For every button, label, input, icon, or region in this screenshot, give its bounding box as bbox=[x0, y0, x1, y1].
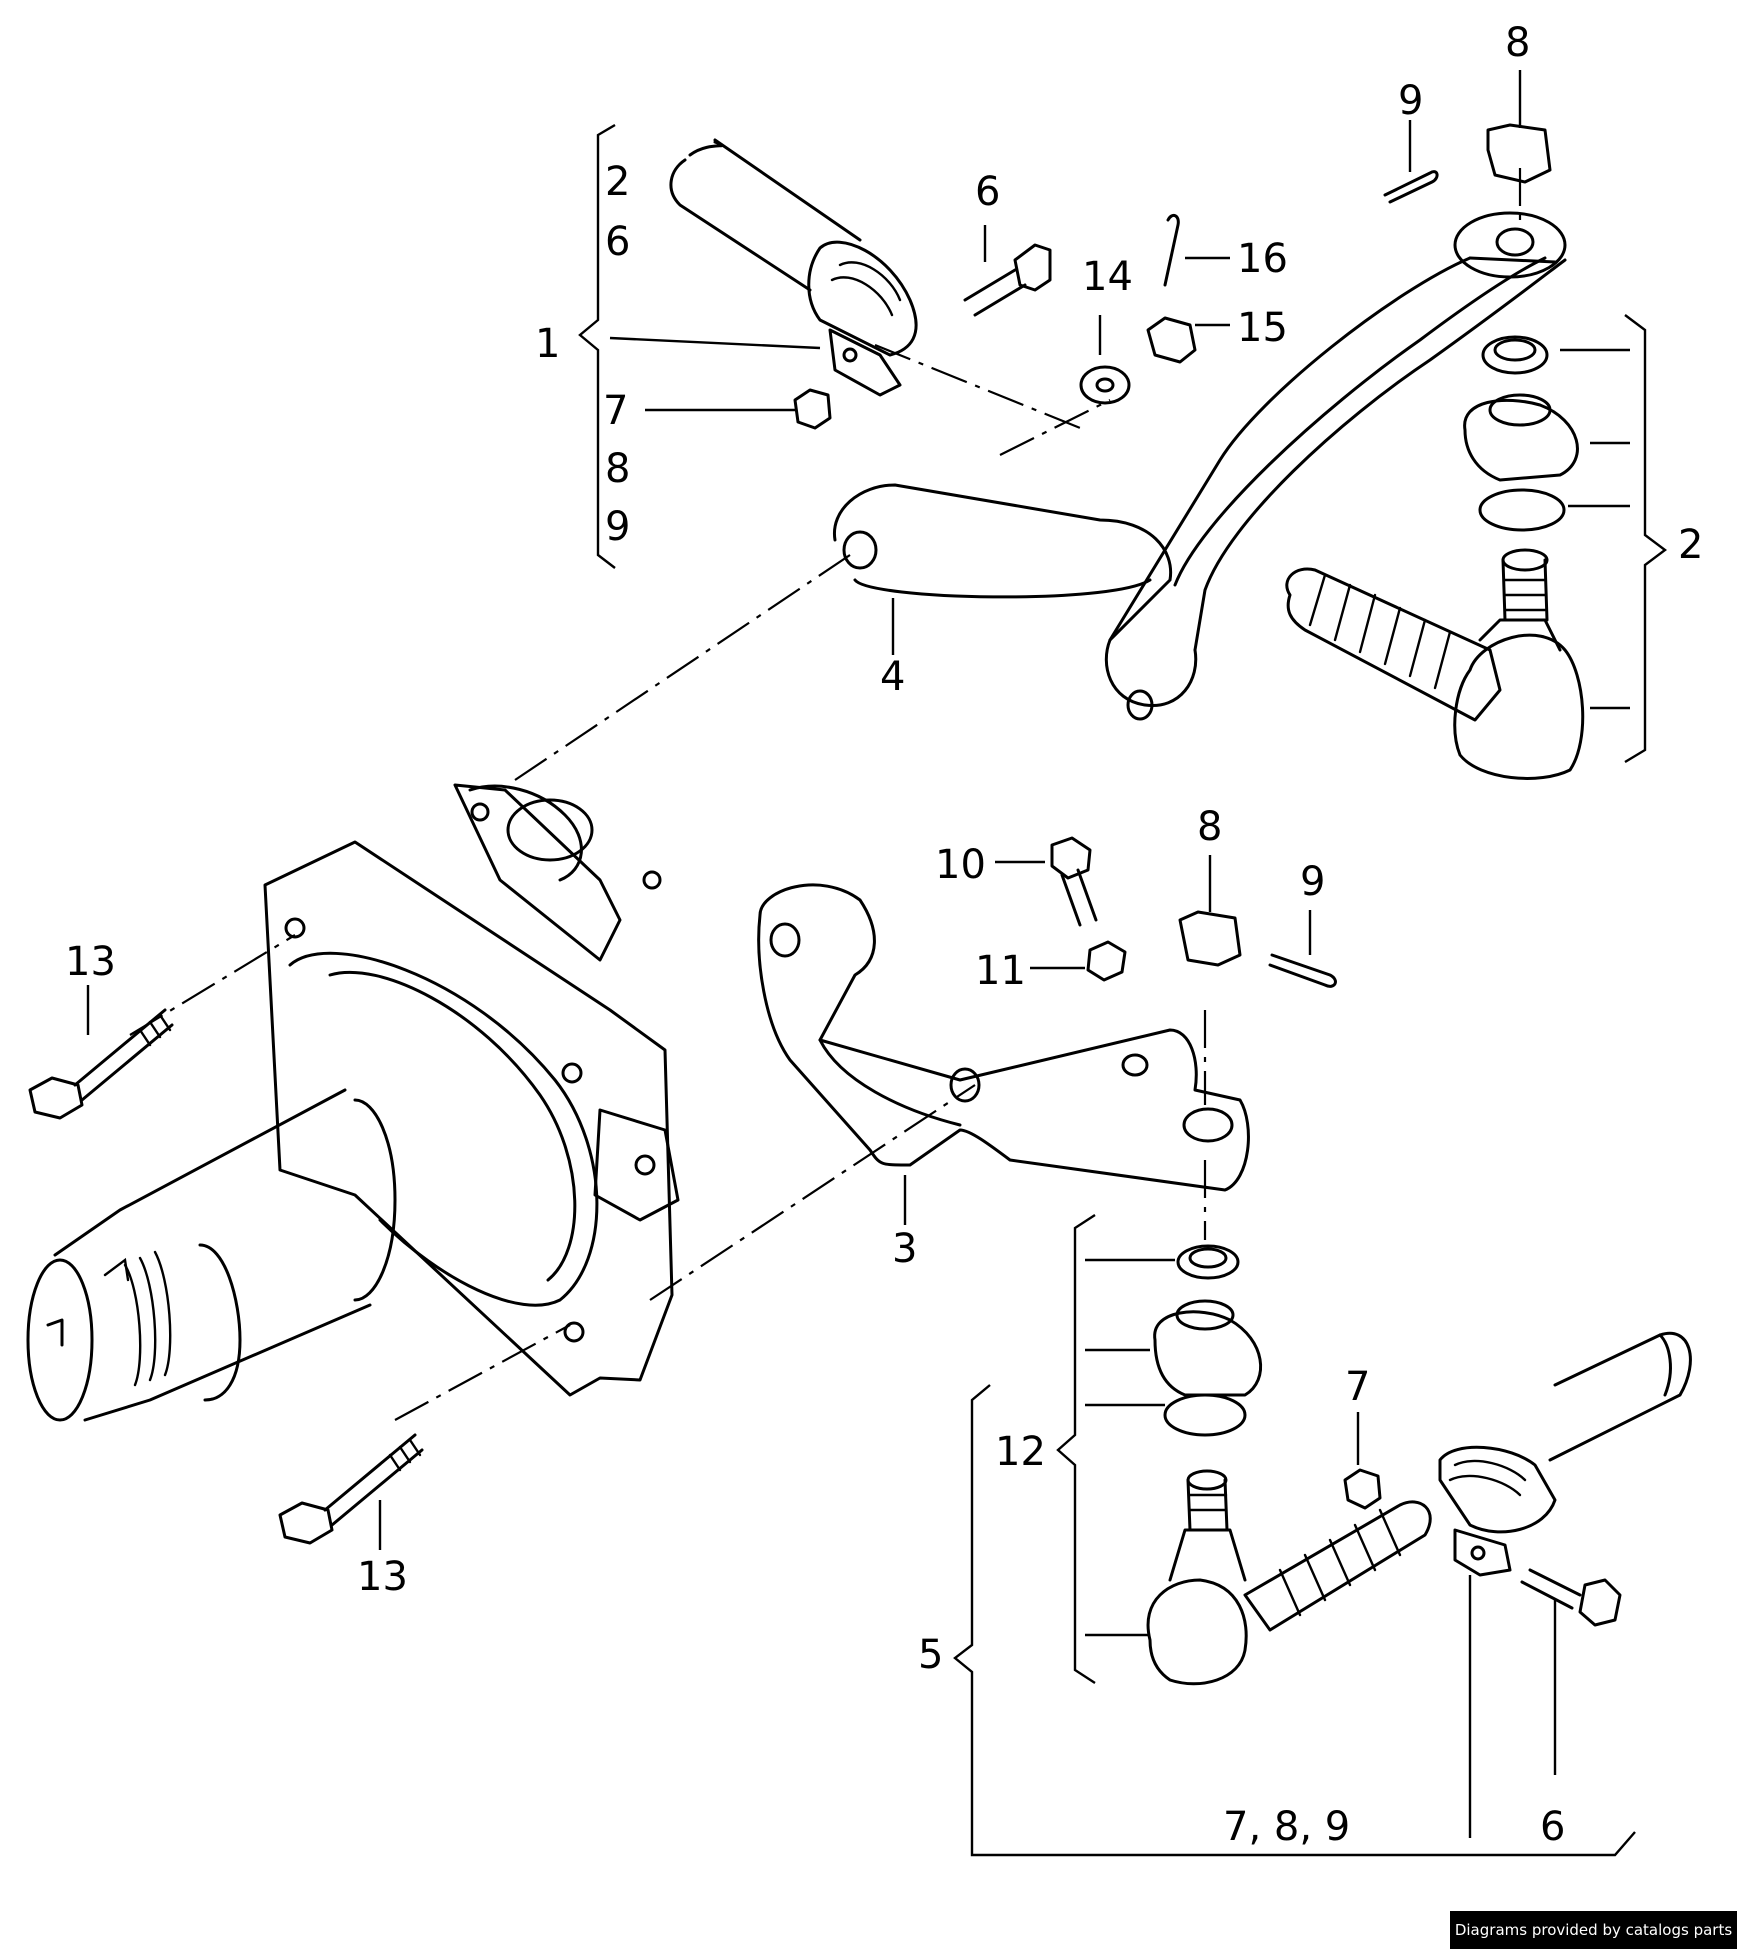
callout-8-lower: 8 bbox=[1197, 804, 1222, 850]
callout-8-upper-right: 8 bbox=[1505, 20, 1530, 66]
callouts: 1 2 2 3 4 5 6 6 6 7 7 8 8 8 9 9 9 10 11 … bbox=[65, 20, 1703, 1850]
callout-7-8-9: 7, 8, 9 bbox=[1223, 1804, 1350, 1850]
callout-7-upper: 7 bbox=[603, 388, 628, 434]
axis-lines bbox=[129, 168, 1522, 1421]
stub-axle bbox=[26, 783, 680, 1422]
callout-12: 12 bbox=[995, 1429, 1046, 1475]
callout-13-upper: 13 bbox=[65, 939, 116, 985]
callout-6-upper-bolt: 6 bbox=[975, 169, 1000, 215]
callout-3: 3 bbox=[892, 1226, 917, 1272]
callout-2-upper-group: 2 bbox=[605, 159, 630, 205]
upper-tie-rod-tube bbox=[669, 138, 918, 397]
callout-6-lower: 6 bbox=[1540, 1804, 1565, 1850]
callout-7-lower: 7 bbox=[1345, 1364, 1370, 1410]
callout-15: 15 bbox=[1237, 305, 1288, 351]
callout-1: 1 bbox=[535, 321, 560, 367]
callout-4: 4 bbox=[880, 654, 905, 700]
tie-rod-end-2 bbox=[1285, 335, 1585, 780]
callout-16: 16 bbox=[1237, 236, 1288, 282]
callout-13-lower: 13 bbox=[357, 1554, 408, 1600]
callout-5: 5 bbox=[918, 1632, 943, 1678]
callout-9-upper-right: 9 bbox=[1398, 78, 1423, 124]
leaders bbox=[86, 70, 1667, 1857]
credit-banner: Diagrams provided by catalogs parts bbox=[1450, 1911, 1737, 1949]
steering-arm-4 bbox=[832, 211, 1567, 721]
fasteners bbox=[28, 123, 1622, 1627]
callout-14: 14 bbox=[1082, 254, 1133, 300]
steering-arm-3 bbox=[757, 883, 1250, 1192]
callout-8-upper-group: 8 bbox=[605, 446, 630, 492]
callout-6-upper-group: 6 bbox=[605, 219, 630, 265]
callout-9-lower: 9 bbox=[1300, 859, 1325, 905]
callout-2-right: 2 bbox=[1678, 522, 1703, 568]
callout-11: 11 bbox=[975, 948, 1026, 994]
callout-10: 10 bbox=[935, 842, 986, 888]
lower-tie-rod-tube bbox=[1438, 1331, 1692, 1577]
tie-rod-end-12 bbox=[1146, 1244, 1432, 1686]
callout-9-upper-group: 9 bbox=[605, 504, 630, 550]
